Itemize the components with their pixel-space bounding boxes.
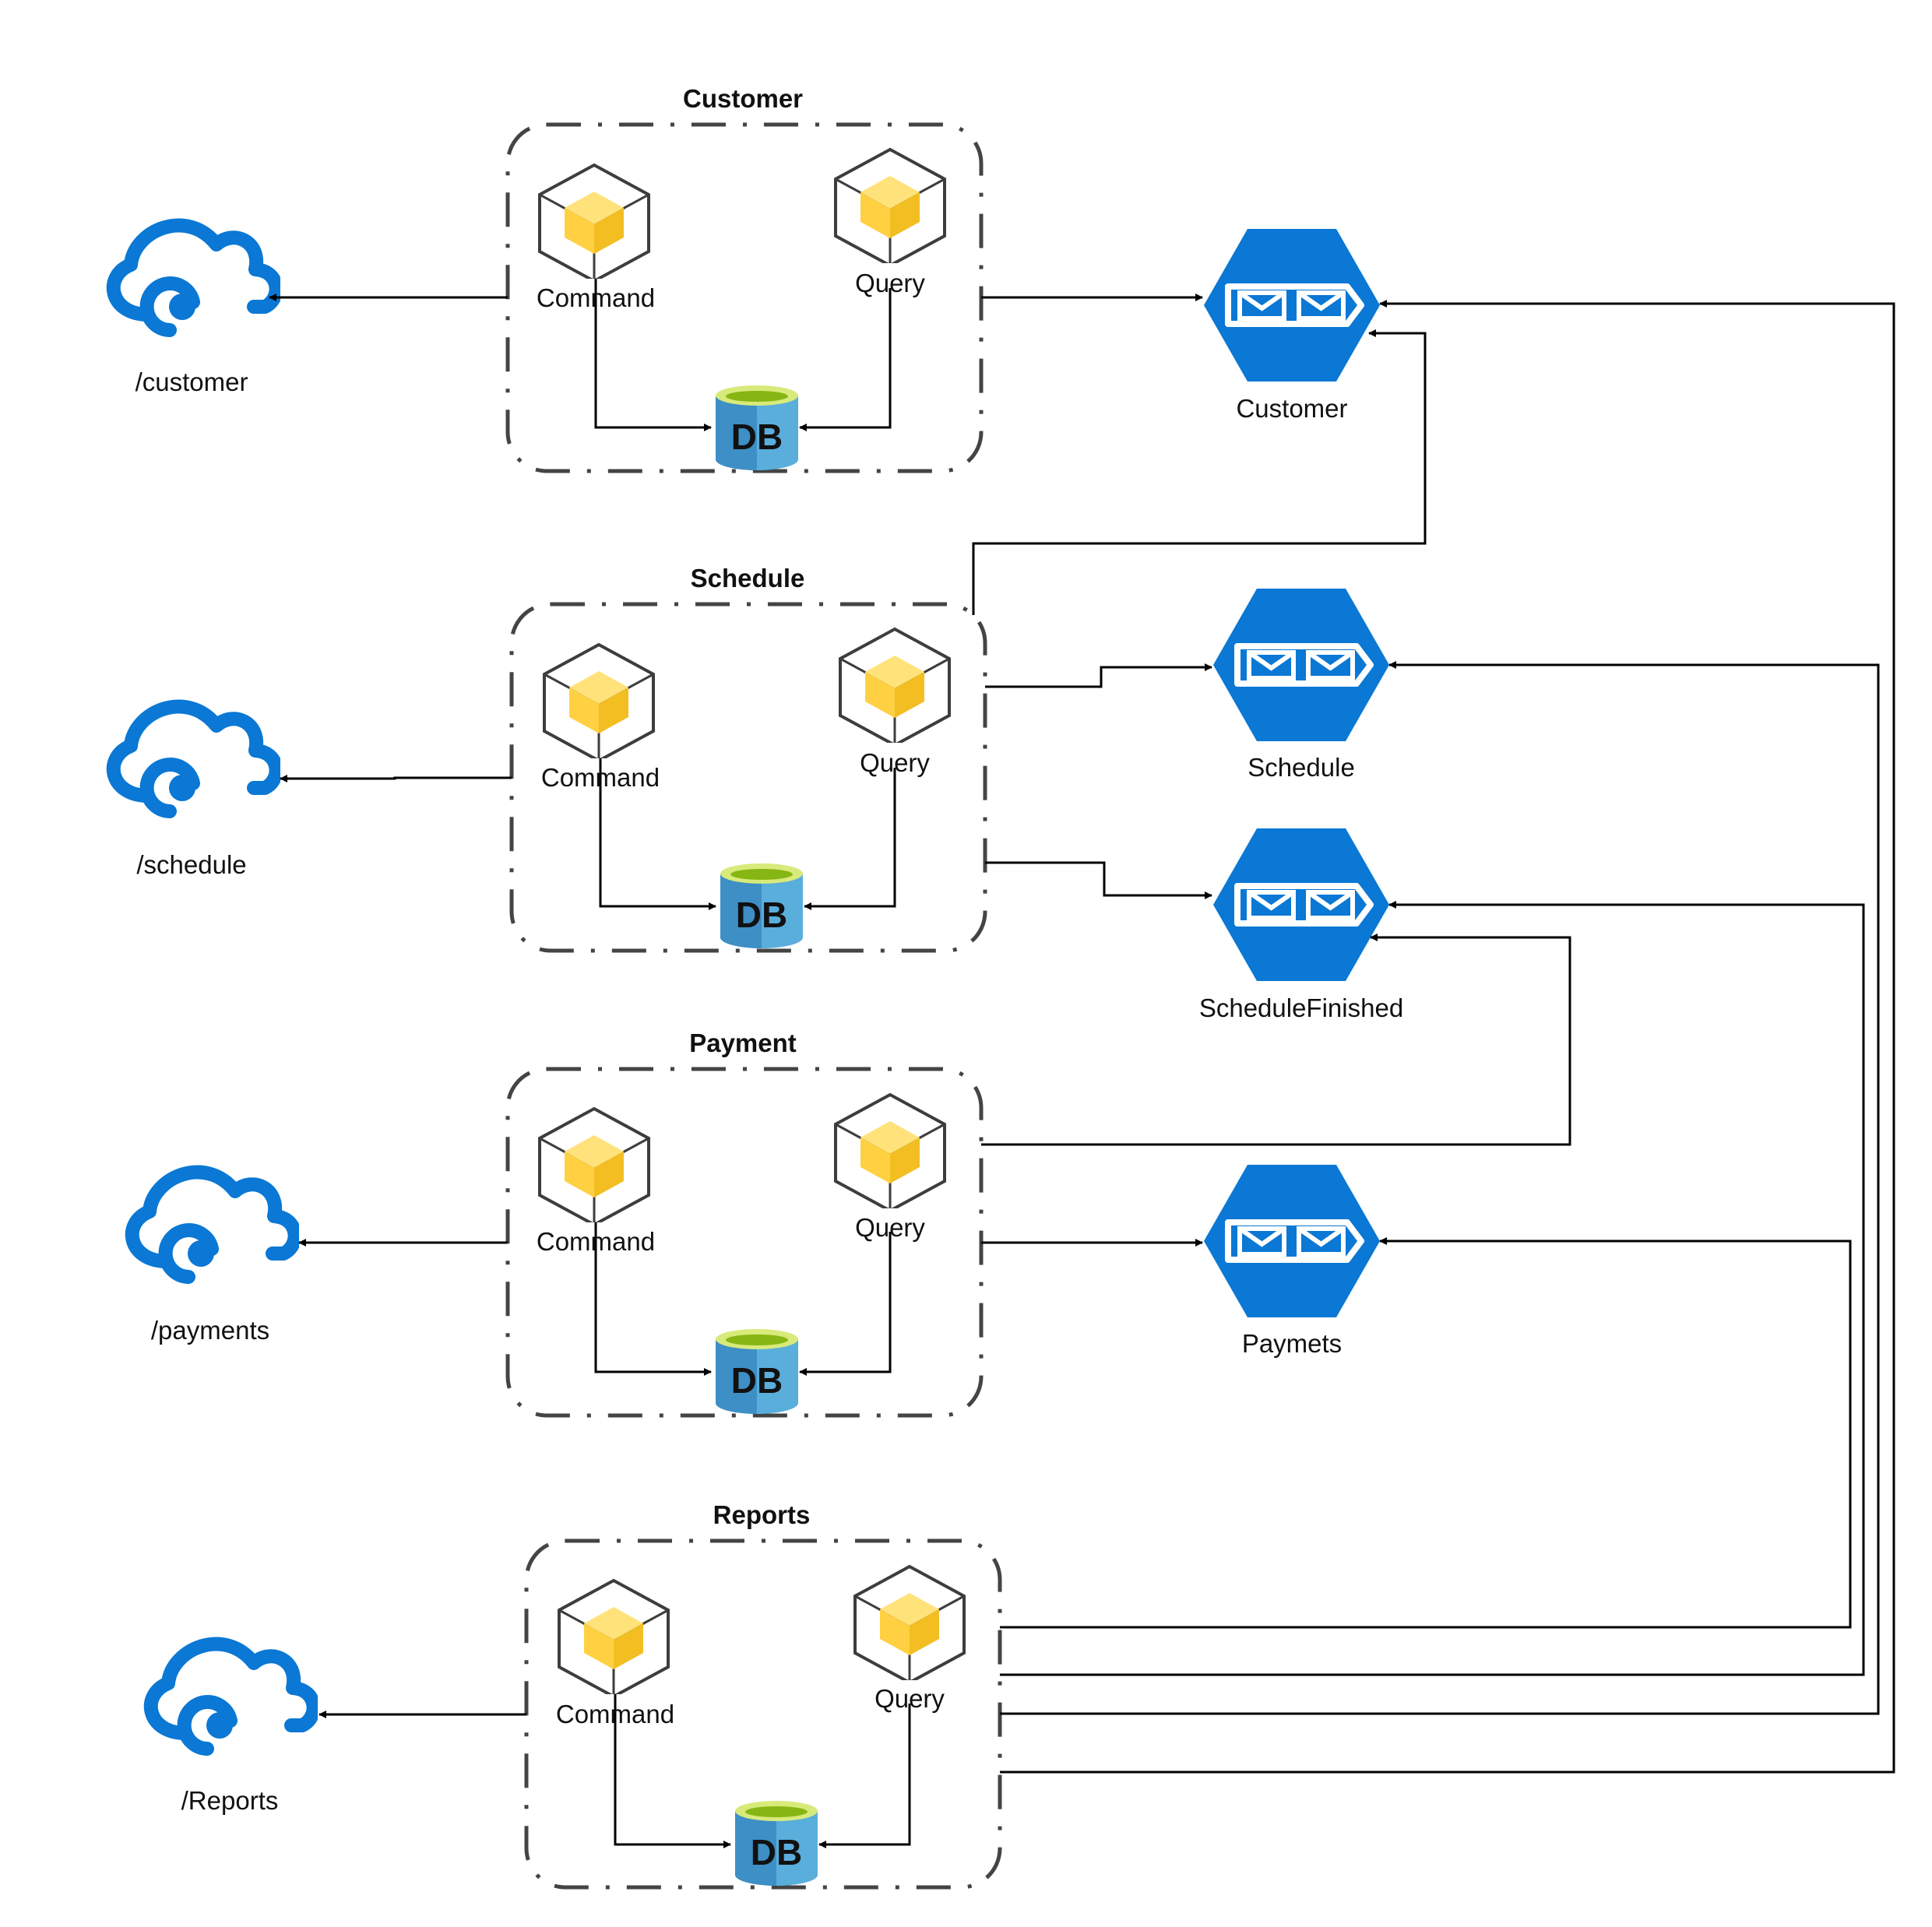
command-label: Command — [541, 763, 660, 792]
query-label: Query — [860, 748, 930, 777]
reports-to-customer-queue-edge — [1000, 300, 1895, 1774]
query-label: Query — [875, 1684, 945, 1713]
command-service-cube-icon — [538, 1107, 650, 1222]
reports-to-schedulefinished-queue-edge — [1000, 901, 1865, 1676]
schedule-to-customer-queue-edge — [972, 329, 1427, 615]
payment-to-schedulefinished-queue-edge — [981, 934, 1571, 1146]
command-to-db-edge — [594, 1193, 712, 1376]
command-label: Command — [537, 1227, 655, 1256]
queue-label: Paymets — [1242, 1329, 1342, 1358]
endpoint-label: /payments — [151, 1316, 269, 1345]
service-bus-queue-icon — [1213, 828, 1389, 981]
query-to-db-edge — [799, 1232, 892, 1376]
command-label: Command — [556, 1700, 674, 1728]
query-label: Query — [855, 269, 925, 297]
database-icon — [735, 1801, 818, 1886]
database-icon — [716, 1329, 798, 1414]
cloud-endpoint-icon — [132, 1173, 295, 1277]
cloud-endpoint-icon — [114, 707, 276, 811]
command-service-cube-icon — [543, 643, 655, 758]
service-bus-queue-icon — [1204, 229, 1380, 382]
queue-schedule-finished: ScheduleFinished — [1199, 828, 1403, 1022]
cloud-endpoint-icon — [151, 1644, 314, 1749]
queue-payments: Paymets — [1204, 1165, 1380, 1358]
queue-customer: Customer — [1204, 229, 1380, 423]
queue-label: Schedule — [1248, 753, 1355, 782]
database-icon — [716, 385, 798, 470]
command-to-db-edge — [599, 729, 716, 910]
connectors — [972, 294, 1895, 1774]
schedule-to-schedulefinished-queue-edge — [985, 861, 1212, 899]
group-to-endpoint-edge — [280, 775, 512, 782]
query-service-cube-icon — [834, 148, 946, 263]
group-schedule: Schedule Command Query /schedule — [114, 564, 987, 953]
schedule-to-schedule-queue-edge — [985, 663, 1212, 688]
query-service-cube-icon — [853, 1565, 966, 1680]
group-payment: Payment Command Query /payments — [132, 1029, 984, 1418]
service-bus-queue-icon — [1213, 589, 1389, 741]
endpoint-label: /Reports — [181, 1786, 279, 1815]
query-to-db-edge — [804, 768, 896, 910]
query-label: Query — [855, 1213, 925, 1242]
group-title: Reports — [713, 1500, 811, 1529]
command-to-db-edge — [614, 1665, 731, 1848]
query-to-db-edge — [799, 288, 892, 431]
group-customer: Customer Command Query /customer — [114, 84, 984, 473]
service-bus-queue-icon — [1204, 1165, 1380, 1317]
group-title: Payment — [689, 1029, 797, 1057]
query-to-db-edge — [818, 1704, 911, 1848]
database-icon — [720, 863, 803, 948]
reports-to-schedule-queue-edge — [1000, 661, 1880, 1715]
queue-label: ScheduleFinished — [1199, 993, 1403, 1022]
query-service-cube-icon — [839, 628, 951, 743]
queue-label: Customer — [1236, 394, 1347, 423]
endpoint-label: /customer — [135, 367, 248, 396]
group-title: Customer — [683, 84, 803, 113]
endpoint-label: /schedule — [136, 850, 246, 879]
command-service-cube-icon — [558, 1579, 670, 1694]
query-service-cube-icon — [834, 1093, 946, 1208]
reports-to-payments-queue-edge — [1000, 1237, 1852, 1629]
group-reports: Reports Command Query /Reports — [151, 1500, 1002, 1890]
command-label: Command — [537, 283, 655, 312]
cloud-endpoint-icon — [114, 226, 276, 330]
queue-schedule: Schedule — [1213, 589, 1389, 782]
command-to-db-edge — [594, 249, 712, 431]
command-service-cube-icon — [538, 164, 650, 279]
group-title: Schedule — [691, 564, 805, 593]
